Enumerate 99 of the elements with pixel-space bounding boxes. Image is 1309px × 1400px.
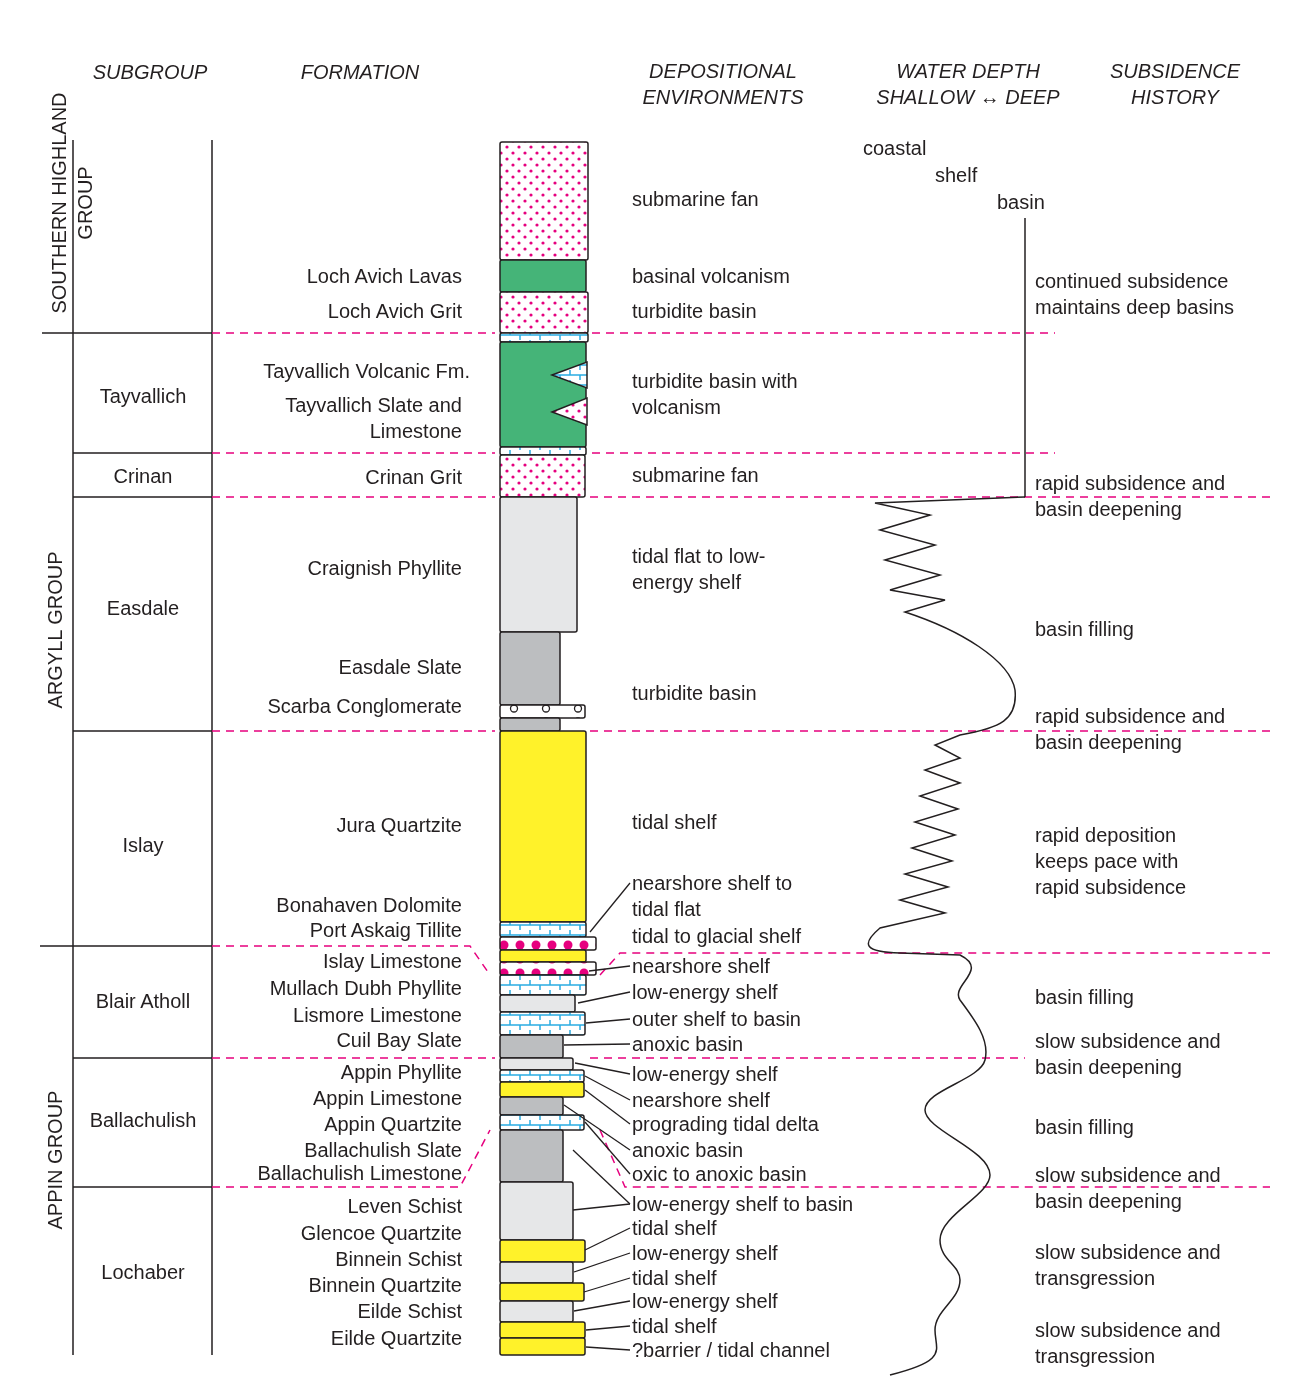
subgroup-name: Crinan (113, 464, 173, 489)
leader-line (577, 991, 631, 1004)
leader-line (585, 1346, 631, 1351)
formation-name: Loch Avich Grit (327, 299, 462, 324)
formation-name: Tayvallich Slate and Limestone (284, 393, 462, 444)
leader-line (572, 1203, 631, 1211)
subgroup-name: Tayvallich (99, 384, 187, 409)
formation-name: Ballachulish Slate (304, 1138, 462, 1163)
environment-label: turbidite basin (632, 299, 757, 324)
environment-label: tidal shelf (632, 1215, 717, 1241)
leader-line (574, 1062, 631, 1075)
environment-label: submarine fan (632, 463, 759, 488)
subgroup-name: Lochaber (101, 1260, 185, 1285)
environment-label: prograding tidal delta (632, 1111, 819, 1137)
leader-line (563, 1043, 631, 1046)
environment-label: nearshore shelf (632, 953, 770, 979)
formation-name: Ballachulish Limestone (257, 1161, 462, 1186)
environment-label: low-energy shelf (632, 1288, 778, 1314)
environment-label: tidal flat to low-energy shelf (632, 544, 767, 595)
formation-name: Scarba Conglomerate (267, 694, 462, 719)
column-header: SUBSIDENCE HISTORY (1109, 59, 1242, 110)
formation-name: Appin Quartzite (324, 1112, 462, 1137)
leader-line (573, 1252, 631, 1273)
group-name: SOUTHERN HIGHLAND GROUP (47, 91, 97, 316)
column-header: SUBGROUP (92, 60, 208, 85)
environment-label: tidal to glacial shelf (632, 924, 801, 949)
formation-name: Eilde Schist (357, 1299, 462, 1324)
subgroup-name: Easdale (106, 596, 180, 621)
subsidence-note: rapid subsidence and basin deepening (1035, 704, 1227, 755)
environment-label: low-energy shelf to basin (632, 1191, 854, 1217)
environment-label: anoxic basin (632, 1031, 744, 1057)
leader-line (584, 1121, 631, 1175)
subsidence-note: slow subsidence and basin deepening (1035, 1029, 1222, 1080)
environment-label: turbidite basin (632, 681, 757, 706)
formation-name: Appin Limestone (313, 1086, 462, 1111)
subsidence-note: slow subsidence and basin deepening (1035, 1163, 1222, 1214)
environment-label: basinal volcanism (632, 264, 790, 289)
subsidence-note: continued subsidence maintains deep basins (1035, 269, 1235, 320)
formation-name: Appin Phyllite (340, 1060, 462, 1085)
depth-label: coastal (863, 136, 927, 161)
environment-label: low-energy shelf (632, 1061, 778, 1087)
column-header: WATER DEPTH (896, 59, 1040, 84)
leader-line (584, 1089, 631, 1125)
environment-label: ?barrier / tidal channel (632, 1337, 830, 1363)
subgroup-name: Islay (122, 833, 164, 858)
formation-name: Craignish Phyllite (307, 556, 462, 581)
subsidence-note: slow subsidence and transgression (1035, 1318, 1222, 1369)
subsidence-note: rapid deposition keeps pace with rapid subsidence (1035, 823, 1188, 900)
environment-label: outer shelf to basin (632, 1006, 801, 1032)
formation-name: Binnein Schist (335, 1247, 462, 1272)
leader-line (584, 1227, 631, 1251)
formation-name: Eilde Quartzite (330, 1326, 462, 1351)
formation-name: Glencoe Quartzite (300, 1221, 462, 1246)
formation-name: Tayvallich Volcanic Fm. (263, 359, 470, 384)
depth-label: basin (997, 190, 1045, 215)
formation-name: Binnein Quartzite (308, 1273, 462, 1298)
formation-name: Cuil Bay Slate (336, 1028, 462, 1053)
formation-name: Islay Limestone (323, 949, 462, 974)
environment-label: low-energy shelf (632, 1240, 778, 1266)
leader-line (585, 1018, 631, 1024)
subsidence-note: basin filling (1035, 1115, 1134, 1140)
subgroup-name: Blair Atholl (95, 989, 191, 1014)
formation-name: Mullach Dubh Phyllite (269, 976, 462, 1001)
environment-label: turbidite basin with volcanism (632, 369, 799, 420)
environment-label: tidal shelf (632, 1313, 717, 1339)
formation-name: Loch Avich Lavas (306, 264, 462, 289)
formation-name: Easdale Slate (338, 655, 462, 680)
leader-line (588, 965, 631, 972)
formation-name: Bonahaven Dolomite (276, 893, 462, 918)
leader-line (583, 1277, 631, 1293)
column-header: FORMATION (300, 60, 420, 85)
leader-line (572, 1149, 631, 1205)
group-name: ARGYLL GROUP (43, 550, 67, 711)
subsidence-note: slow subsidence and transgression (1035, 1240, 1222, 1291)
environment-label: low-energy shelf (632, 979, 778, 1005)
environment-label: tidal shelf (632, 810, 717, 835)
column-header: SHALLOW ↔ DEEP (876, 85, 1060, 110)
leader-line (563, 1104, 631, 1151)
subgroup-name: Ballachulish (89, 1108, 197, 1133)
leader-line (589, 882, 631, 933)
formation-name: Jura Quartzite (336, 813, 462, 838)
group-name: APPIN GROUP (43, 1089, 67, 1232)
formation-name: Leven Schist (347, 1194, 462, 1219)
subsidence-note: rapid subsidence and basin deepening (1035, 471, 1227, 522)
environment-label: oxic to anoxic basin (632, 1161, 807, 1187)
subsidence-note: basin filling (1035, 617, 1134, 642)
column-header: DEPOSITIONAL ENVIRONMENTS (641, 59, 805, 110)
environment-label: anoxic basin (632, 1137, 744, 1163)
formation-name: Crinan Grit (365, 465, 462, 490)
environment-label: submarine fan (632, 187, 759, 212)
environment-label: tidal shelf (632, 1265, 717, 1291)
formation-name: Port Askaig Tillite (309, 918, 462, 943)
depth-label: shelf (935, 163, 978, 188)
leader-line (573, 1300, 631, 1312)
environment-label: nearshore shelf (632, 1087, 770, 1113)
leader-line (585, 1325, 631, 1331)
subsidence-note: basin filling (1035, 985, 1134, 1010)
leader-line (584, 1075, 631, 1101)
formation-name: Lismore Limestone (293, 1003, 462, 1028)
